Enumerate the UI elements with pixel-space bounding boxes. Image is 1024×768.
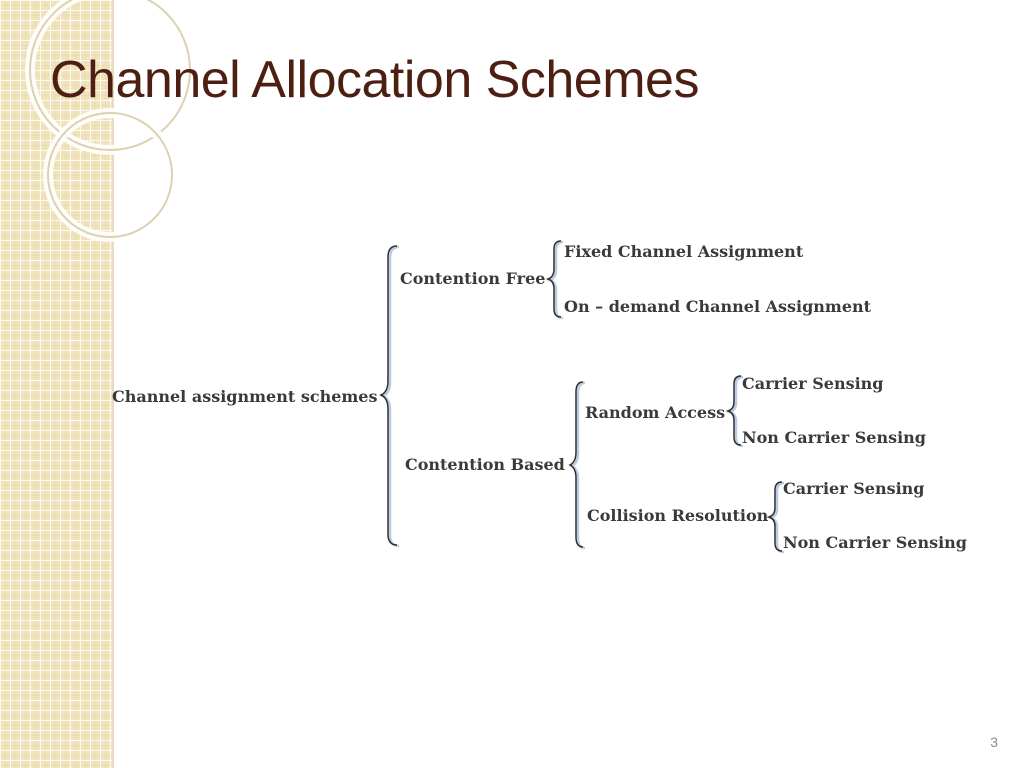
node-root: Channel assignment schemes [112, 387, 378, 406]
strip-divider [112, 0, 114, 768]
node-random-access: Random Access [585, 403, 725, 422]
contention-free-brace [545, 240, 562, 318]
contention-based-brace [568, 381, 584, 548]
root-brace-shadow [379, 245, 400, 548]
node-collision-resolution-carrier-sensing: Carrier Sensing [783, 479, 925, 498]
slide-title: Channel Allocation Schemes [50, 51, 699, 109]
page-number: 3 [990, 734, 998, 750]
contention-free-brace-shadow [546, 240, 564, 320]
node-contention-free: Contention Free [400, 269, 545, 288]
decorative-circles [25, 0, 195, 242]
collision-resolution-brace [766, 481, 783, 552]
node-fixed-channel-assignment: Fixed Channel Assignment [564, 242, 804, 261]
node-contention-based: Contention Based [405, 455, 565, 474]
node-collision-resolution: Collision Resolution [587, 506, 769, 525]
node-collision-resolution-non-carrier-sensing: Non Carrier Sensing [783, 533, 967, 552]
contention-based-brace-shadow [569, 381, 586, 550]
random-access-brace [725, 375, 742, 446]
node-random-access-non-carrier-sensing: Non Carrier Sensing [742, 428, 926, 447]
node-random-access-carrier-sensing: Carrier Sensing [742, 374, 884, 393]
root-brace [379, 245, 398, 546]
node-on-demand-channel-assignment: On – demand Channel Assignment [564, 297, 872, 316]
